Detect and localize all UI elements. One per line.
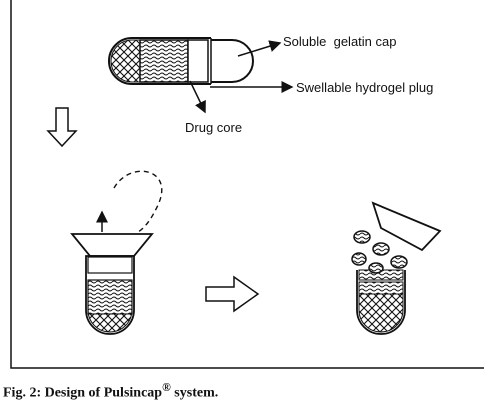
drug-particle [353,230,371,244]
drug-particle [368,262,384,274]
capsule-vertical-opening [70,233,154,335]
drug-core [139,39,189,83]
funnel-top [70,233,154,257]
label-drug-core: Drug core [185,120,242,135]
registered-mark: ® [162,381,171,394]
released-funnel [371,201,442,252]
vertical-drug-core [87,279,133,315]
down-flow-arrow [46,107,78,148]
core-pointer-arrow [189,80,206,114]
ejection-dashed-path [113,170,163,233]
caption-text: Fig. 2: Design of Pulsincap [3,385,163,401]
vertical-plug [87,256,133,274]
capsule-horizontal [108,37,254,85]
drug-particle [351,252,367,266]
right-flow-arrow [205,275,260,313]
released-base-crosshatch [358,293,404,333]
vertical-base-crosshatch [87,309,133,333]
label-swellable-hydrogel-plug: Swellable hydrogel plug [296,80,433,95]
drug-particle [372,242,390,256]
capsule-base-crosshatch [110,39,141,83]
drug-particle [390,255,408,269]
caption-suffix: system. [170,385,219,401]
figure-frame [10,0,484,369]
capsule-released [351,201,442,335]
label-soluble-gelatin-cap: Soluble gelatin cap [283,34,396,49]
cap-pointer-arrow [237,40,282,57]
hydrogel-plug [187,39,209,83]
released-drug-particles [351,230,408,274]
figure-caption: Fig. 2: Design of Pulsincap® system. [3,381,218,402]
released-mid-band [358,281,404,295]
